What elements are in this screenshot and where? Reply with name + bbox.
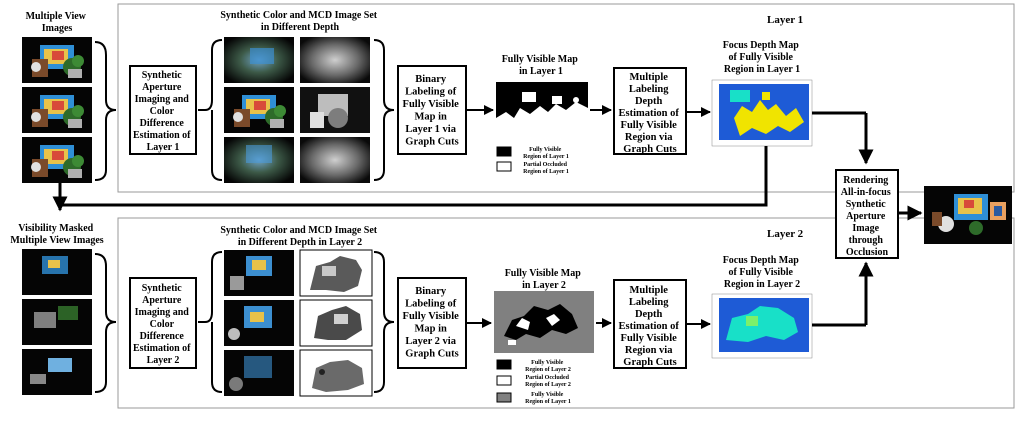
- layer1-mcd-images: [300, 37, 370, 183]
- svg-text:Partial Occluded Region: Partial Occluded Region of Layer 1: [523, 162, 569, 175]
- layer2-legend: Fully Visible Region of Layer 2 Partial …: [496, 359, 571, 405]
- layer2-step2-text: Binary Labeling of Fully Visible Map in …: [403, 286, 462, 360]
- layer2-depth-title: Focus Depth Map of Fully Visible Region …: [723, 255, 802, 290]
- layer2-step2-box: [397, 277, 467, 369]
- layer1-inputs-title: Multiple View Images: [26, 11, 89, 34]
- layer1-step1-text: Synthetic Aperture Imaging and Color Dif…: [133, 70, 193, 153]
- layer2-inputs-title: Visibility Masked Multiple View Images: [10, 223, 103, 246]
- layer1-step3-text: Multiple Labeling Depth Estimation of Fu…: [619, 72, 682, 155]
- feedback-arrow: [60, 146, 768, 207]
- layer2-step1-box: [129, 277, 197, 369]
- layer2-color-images: [224, 250, 294, 396]
- layer2-depth-map: [711, 293, 813, 359]
- layer1-input-images: [22, 37, 92, 183]
- layer2-step3-text: Multiple Labeling Depth Estimation of Fu…: [619, 285, 682, 368]
- layer2-input-images: [22, 249, 92, 395]
- layer1-color-images: [224, 37, 294, 183]
- layer2-map-title: Fully Visible Map in Layer 2: [505, 268, 584, 291]
- svg-text:Partial Occluded Region: Partial Occluded Region of Layer 2: [525, 375, 571, 388]
- svg-text:Fully Visible Region of: Fully Visible Region of Layer 1: [525, 392, 571, 405]
- layer1-step1-box: [129, 65, 197, 155]
- layer2-label: Layer 2: [767, 228, 804, 240]
- layer1-legend: Fully Visible Region of Layer 1 Partial …: [496, 146, 569, 175]
- layer1-legend-swatch-visible: [496, 146, 512, 157]
- layer2-set-title: Synthetic Color and MCD Image Set in Dif…: [220, 225, 379, 248]
- layer1-step3-box: [613, 67, 687, 155]
- layer2-mcd-images: [299, 249, 373, 397]
- render-text: Rendering All-in-focus Synthetic Apertur…: [841, 175, 894, 258]
- layer1-set-title: Synthetic Color and MCD Image Set in Dif…: [220, 10, 379, 33]
- layer2-input-brace: [94, 253, 117, 393]
- layer2-brace-right: [373, 251, 395, 393]
- layer1-legend-swatch-occluded: [496, 161, 512, 172]
- layer1-depth-title: Focus Depth Map of Fully Visible Region …: [723, 40, 802, 75]
- layer1-brace-left: [198, 39, 223, 181]
- layer1-brace-right: [373, 39, 395, 181]
- layer1-label: Layer 1: [767, 14, 803, 26]
- layer1-input-brace: [94, 41, 117, 181]
- layer1-visible-map: [496, 82, 588, 142]
- layer1-depth-map: [711, 79, 813, 147]
- layer1-step2-text: Binary Labeling of Fully Visible Map in …: [403, 74, 462, 148]
- layer2-legend-swatch-occluded: [496, 375, 512, 386]
- layer2-legend-swatch-visible: [496, 359, 512, 370]
- svg-text:Fully Visible Region of: Fully Visible Region of Layer 2: [525, 360, 571, 373]
- final-image: [924, 186, 1012, 244]
- svg-text:Fully Visible Region of: Fully Visible Region of Layer 1: [523, 147, 569, 160]
- layer2-step1-text: Synthetic Aperture Imaging and Color Dif…: [133, 283, 193, 366]
- layer2-visible-map: [494, 291, 594, 353]
- layer2-legend-swatch-layer1: [496, 392, 512, 403]
- layer1-map-title: Fully Visible Map in Layer 1: [502, 54, 581, 77]
- layer2-brace-left: [198, 251, 223, 393]
